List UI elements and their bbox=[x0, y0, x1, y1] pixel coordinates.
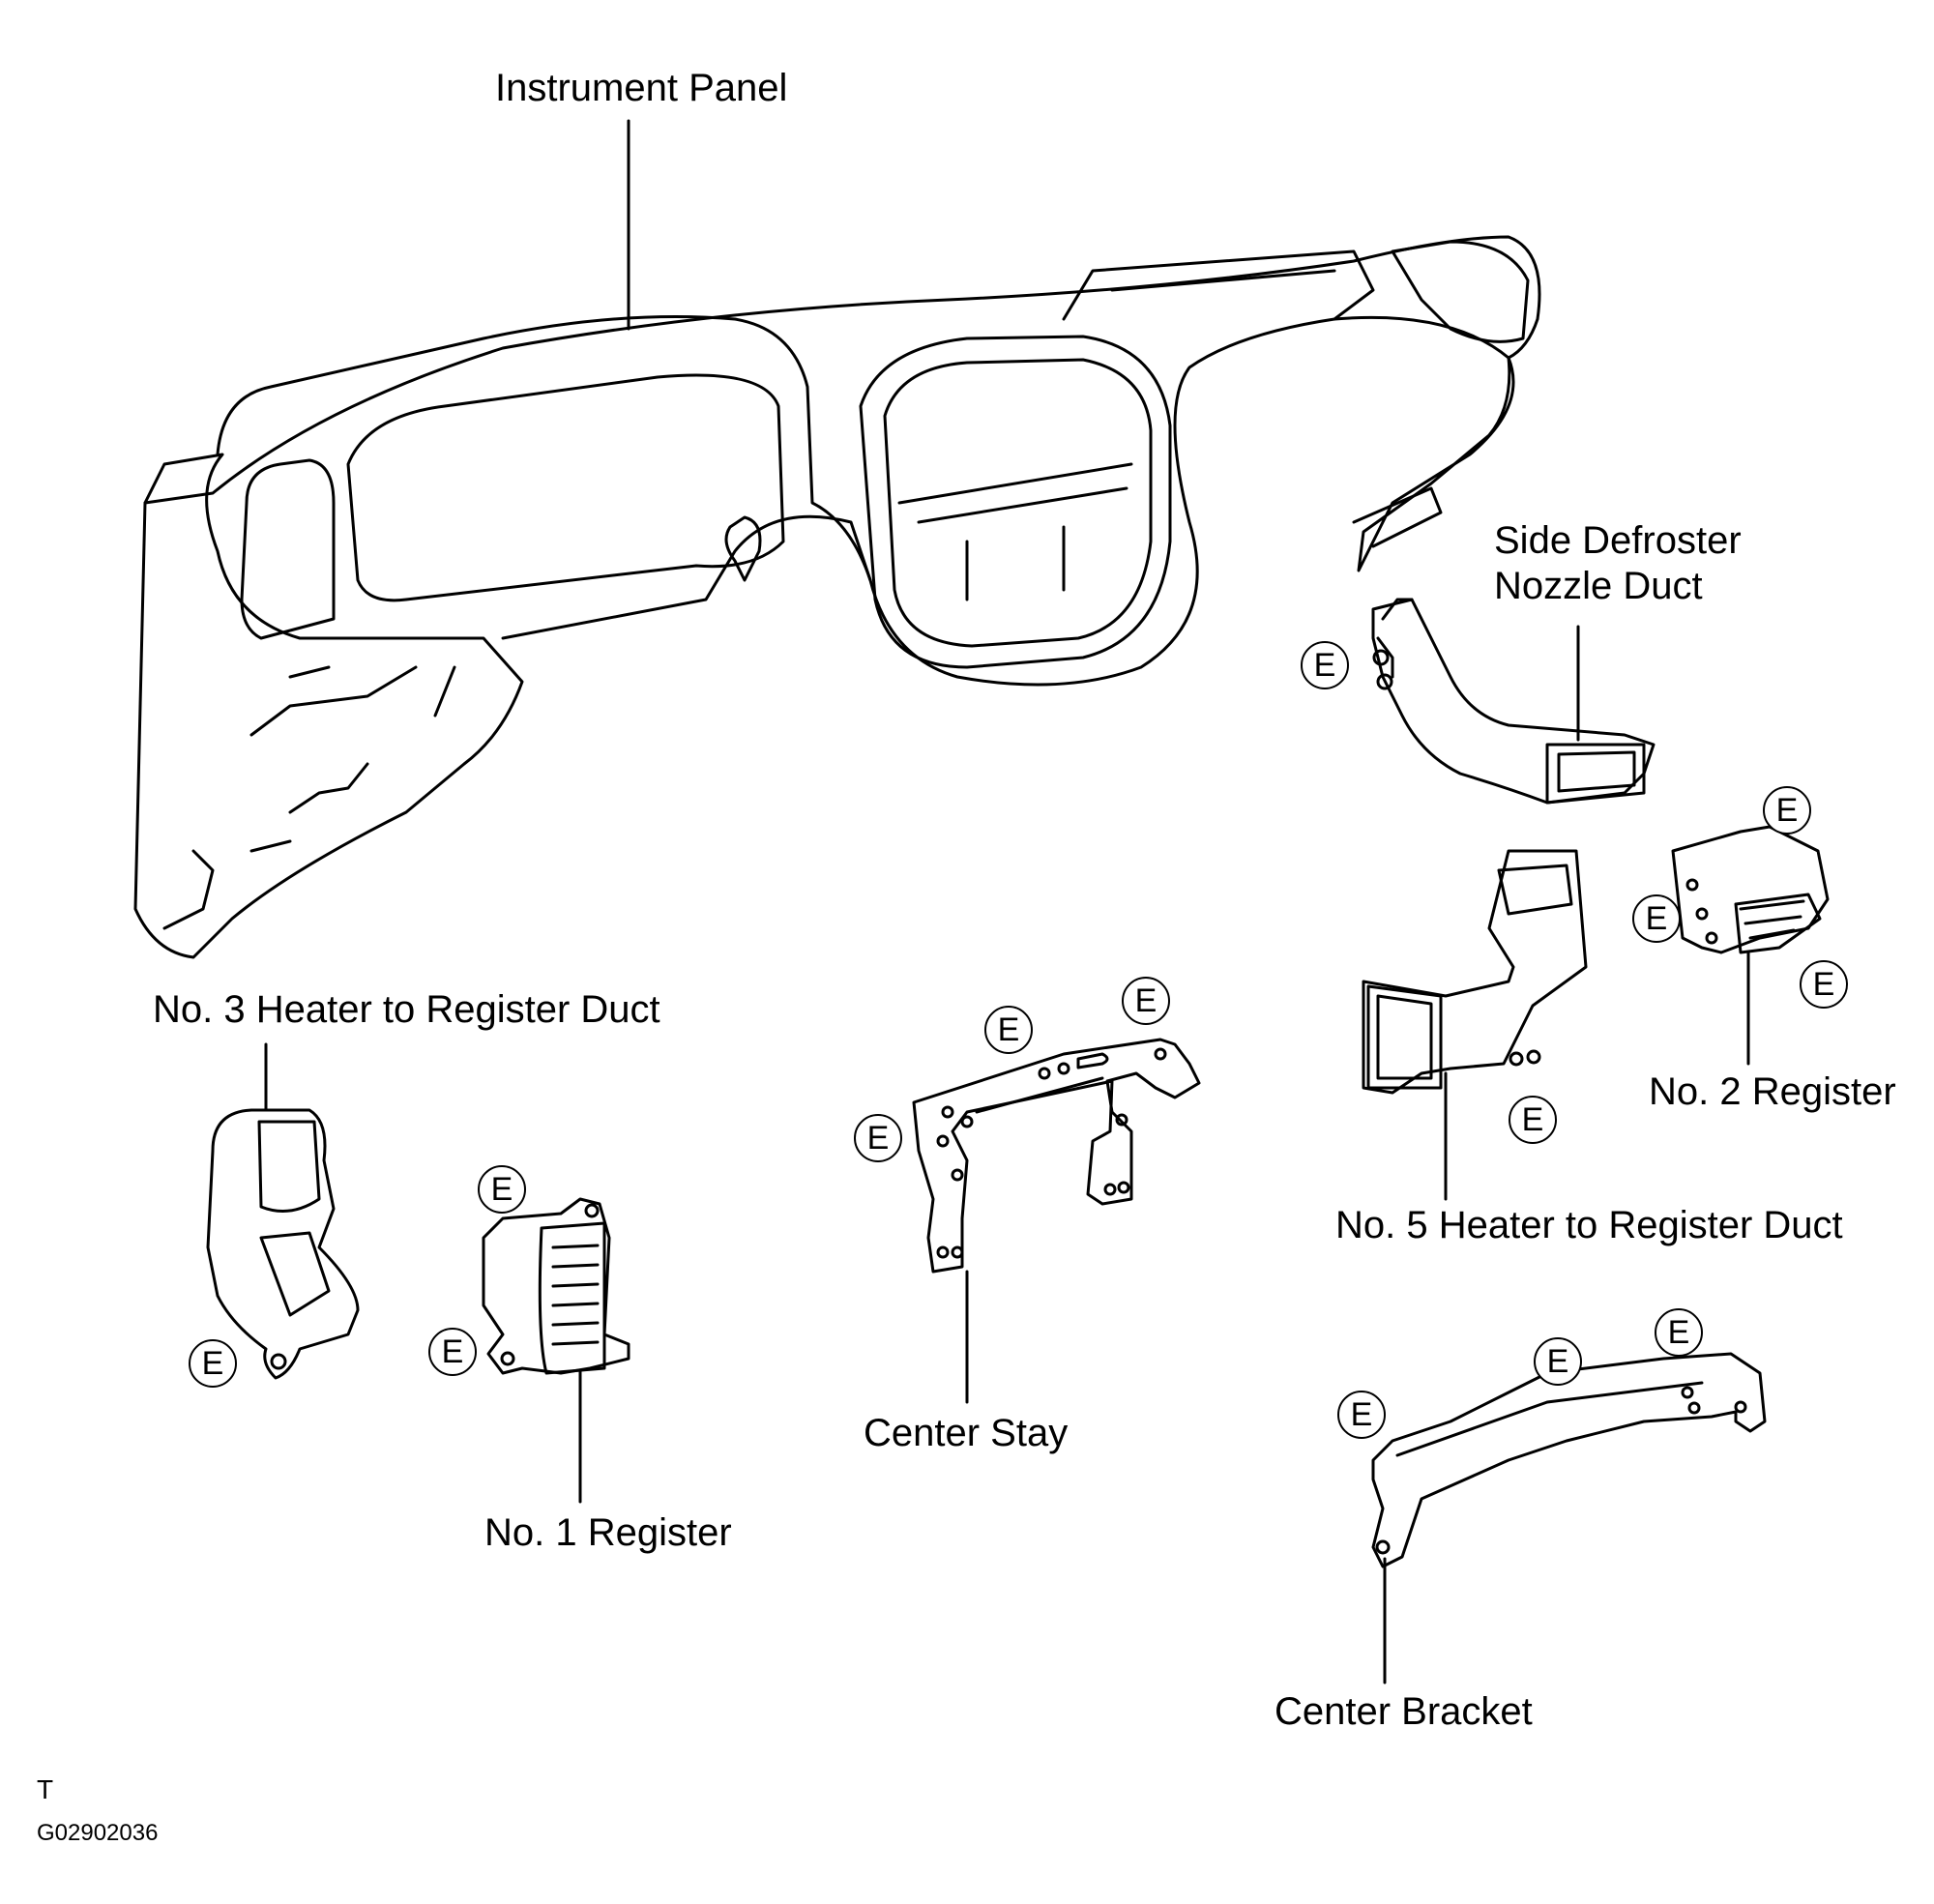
clip-symbol: E bbox=[1534, 1337, 1582, 1386]
footer-code: G02902036 bbox=[37, 1820, 159, 1846]
label-side-defroster-line1: Side Defroster bbox=[1494, 519, 1742, 562]
label-center-stay: Center Stay bbox=[864, 1412, 1069, 1454]
side-defroster-nozzle-duct-drawing bbox=[1371, 598, 1656, 805]
no1-register-drawing bbox=[482, 1197, 630, 1375]
clip-symbol: E bbox=[1632, 894, 1681, 943]
center-bracket-drawing bbox=[1371, 1352, 1767, 1568]
label-side-defroster-line2: Nozzle Duct bbox=[1494, 565, 1703, 607]
instrument-panel-drawing bbox=[133, 235, 1541, 959]
no2-register-drawing bbox=[1671, 825, 1830, 954]
label-center-bracket: Center Bracket bbox=[1275, 1690, 1533, 1733]
clip-symbol: E bbox=[1509, 1096, 1557, 1144]
clip-symbol: E bbox=[189, 1339, 237, 1388]
clip-symbol: E bbox=[478, 1165, 526, 1214]
clip-symbol: E bbox=[1655, 1308, 1703, 1357]
footer-mark: T bbox=[37, 1774, 54, 1804]
label-no2-register: No. 2 Register bbox=[1649, 1070, 1896, 1113]
clip-symbol: E bbox=[1122, 977, 1170, 1025]
label-no5-duct: No. 5 Heater to Register Duct bbox=[1335, 1204, 1843, 1246]
clip-symbol: E bbox=[1800, 960, 1848, 1009]
label-no3-duct: No. 3 Heater to Register Duct bbox=[153, 988, 660, 1031]
clip-symbol: E bbox=[1337, 1391, 1386, 1439]
no5-duct-drawing bbox=[1362, 849, 1588, 1095]
label-no1-register: No. 1 Register bbox=[484, 1511, 732, 1554]
clip-symbol: E bbox=[984, 1006, 1033, 1054]
clip-symbol: E bbox=[428, 1328, 477, 1376]
no3-duct-drawing bbox=[206, 1108, 360, 1380]
clip-symbol: E bbox=[854, 1114, 902, 1162]
label-instrument-panel: Instrument Panel bbox=[495, 67, 788, 109]
clip-symbol: E bbox=[1301, 641, 1349, 689]
center-stay-drawing bbox=[912, 1038, 1201, 1274]
clip-symbol: E bbox=[1763, 786, 1811, 835]
